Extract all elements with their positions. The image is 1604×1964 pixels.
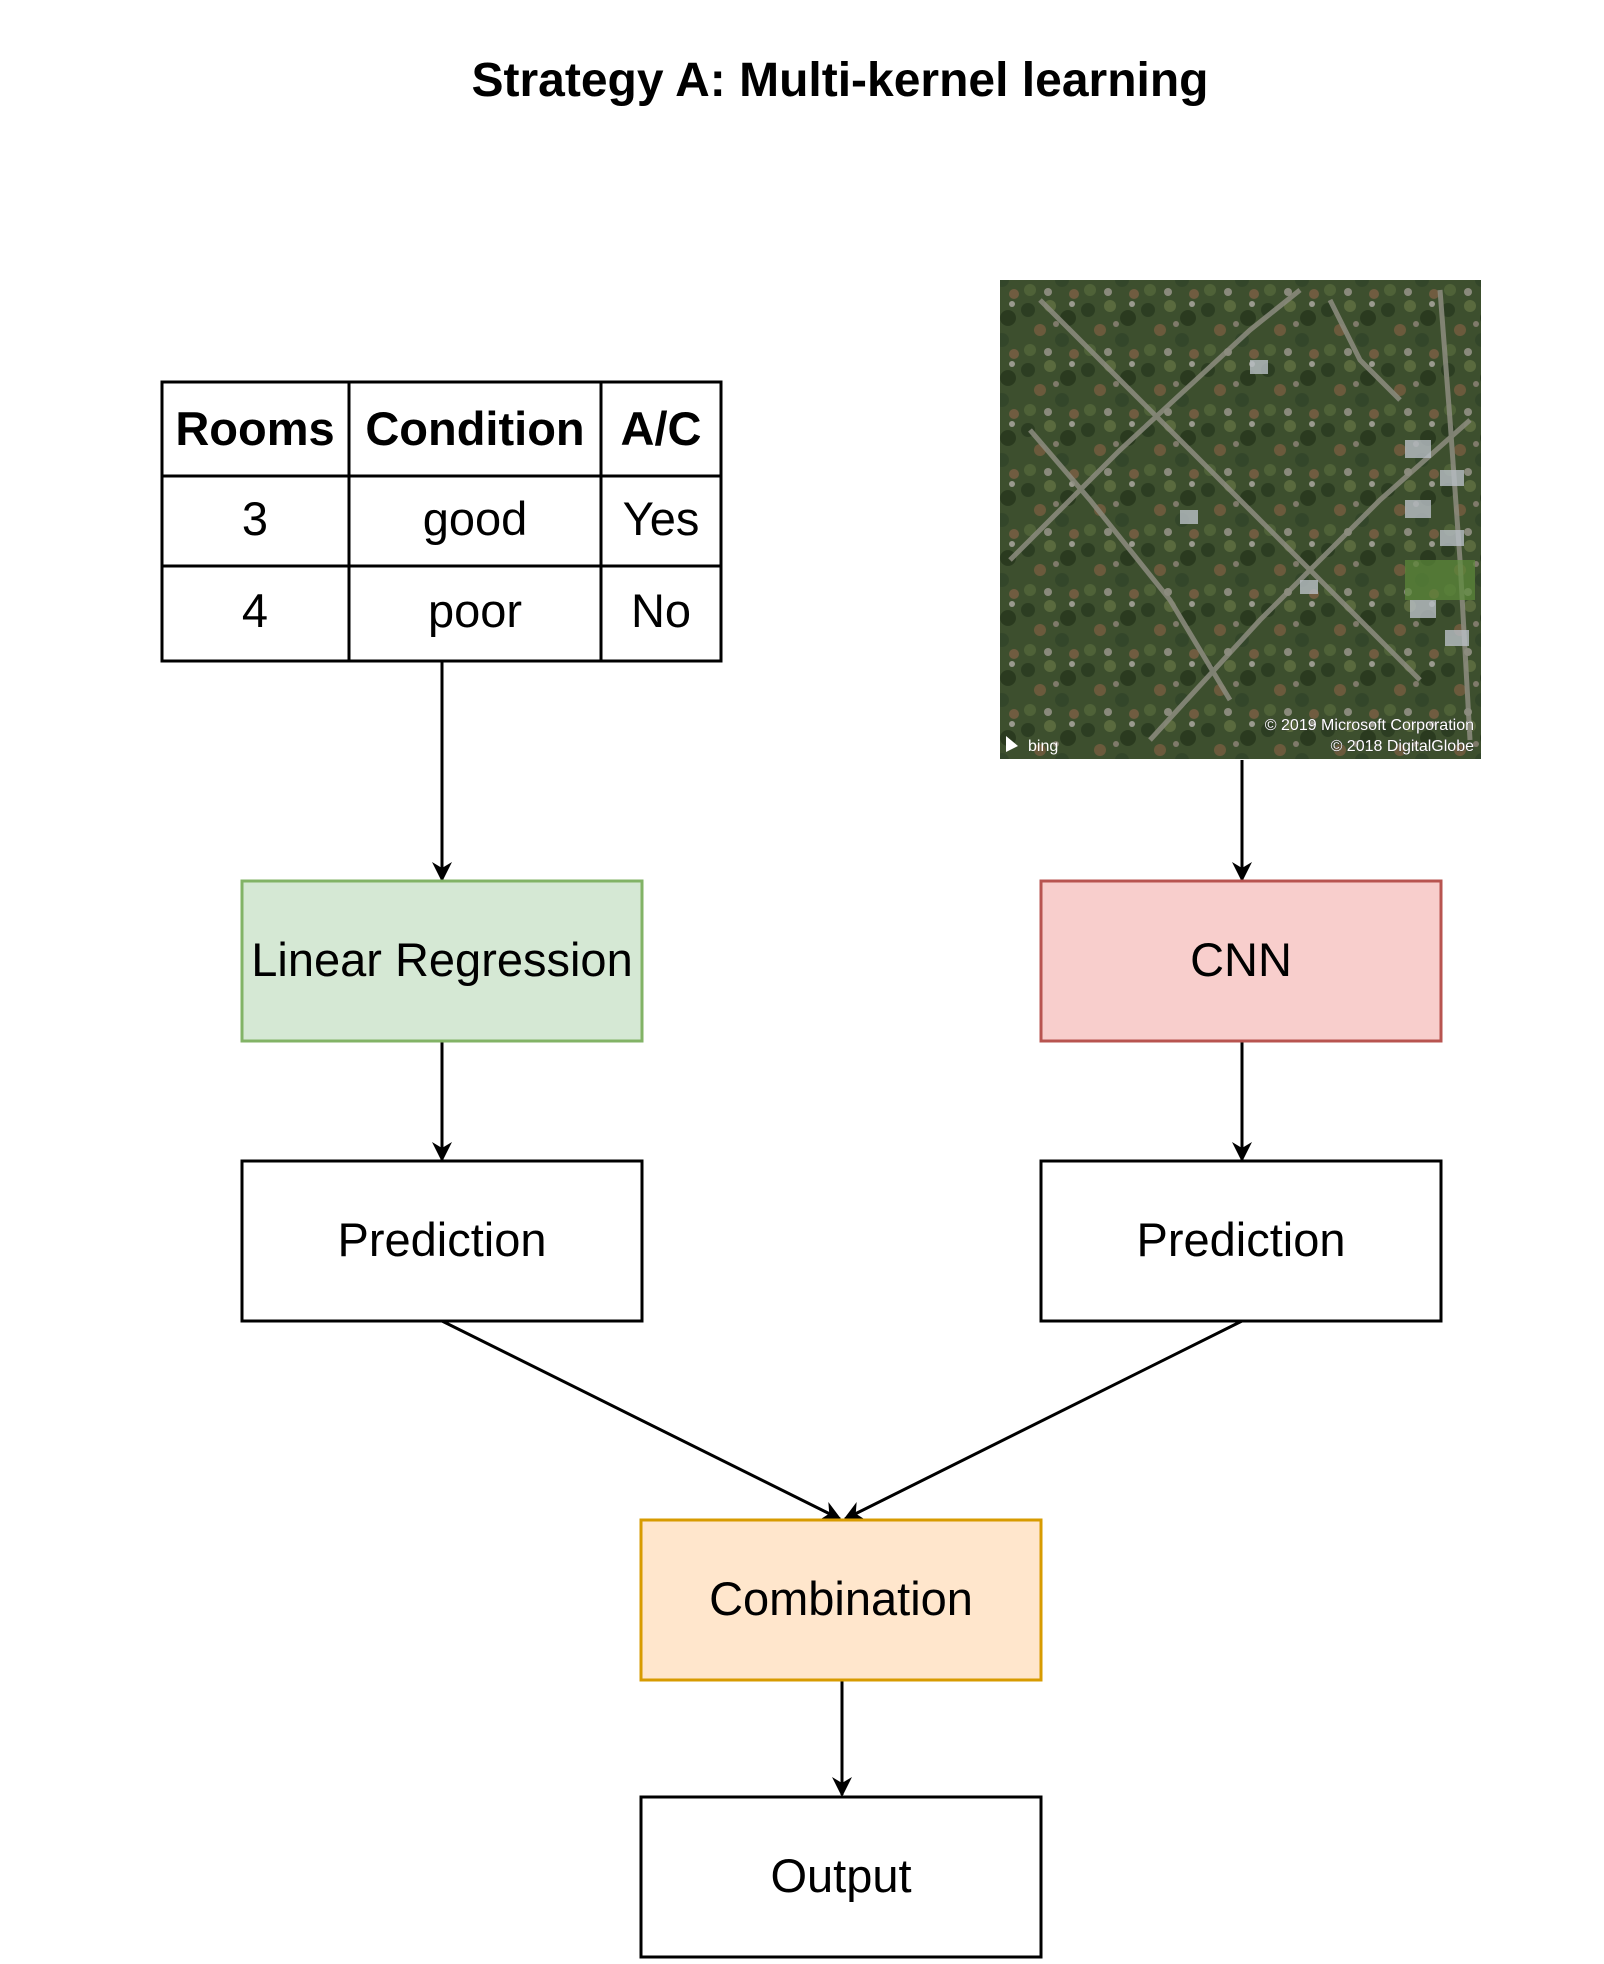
table-cell: No: [631, 584, 691, 637]
table-cell: poor: [428, 584, 522, 637]
table-header-rooms: Rooms: [175, 402, 334, 455]
linear-regression-node: Linear Regression: [240, 879, 644, 1043]
cnn-node: CNN: [1039, 879, 1443, 1043]
bing-logo-icon: [1006, 736, 1018, 752]
features-table: Rooms Condition A/C 3 good Yes 4 poor No: [160, 380, 723, 663]
arrow-right-prediction-to-combination: [843, 1319, 1243, 1521]
satellite-image: bing © 2019 Microsoft Corporation © 2018…: [1000, 280, 1481, 759]
linear-regression-label: Linear Regression: [251, 933, 632, 986]
table-cell: 3: [242, 492, 268, 545]
output-node: Output: [639, 1795, 1043, 1959]
image-credit-digitalglobe: © 2018 DigitalGlobe: [1331, 738, 1475, 755]
prediction-node-left: Prediction: [240, 1159, 644, 1323]
combination-label: Combination: [709, 1572, 973, 1625]
table-header-ac: A/C: [621, 402, 702, 455]
prediction-left-label: Prediction: [338, 1213, 547, 1266]
output-label: Output: [770, 1849, 911, 1902]
table-cell: good: [423, 492, 528, 545]
table-header-condition: Condition: [365, 402, 584, 455]
cnn-label: CNN: [1190, 933, 1292, 986]
arrow-left-prediction-to-combination: [441, 1319, 842, 1521]
bing-label: bing: [1028, 738, 1058, 755]
prediction-node-right: Prediction: [1039, 1159, 1443, 1323]
prediction-right-label: Prediction: [1137, 1213, 1346, 1266]
table-cell: Yes: [623, 492, 700, 545]
combination-node: Combination: [639, 1518, 1043, 1682]
table-border: [160, 380, 723, 663]
image-credit-microsoft: © 2019 Microsoft Corporation: [1265, 717, 1474, 734]
diagram-title: Strategy A: Multi-kernel learning: [471, 54, 1208, 107]
table-cell: 4: [242, 584, 268, 637]
